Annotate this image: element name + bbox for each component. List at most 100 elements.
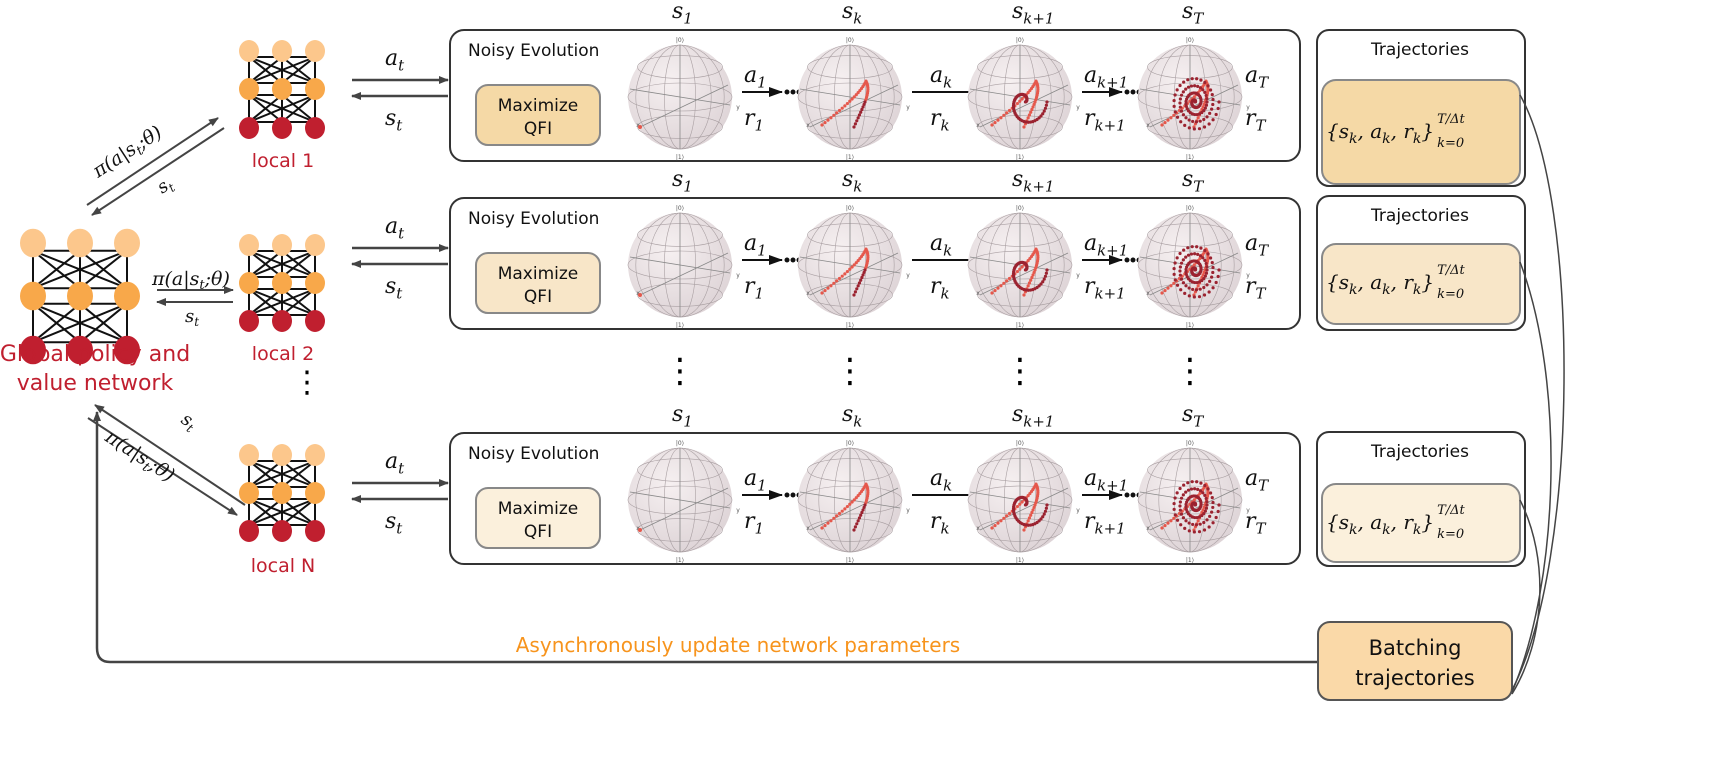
- trajectory-superscript: T/Δt: [1437, 503, 1465, 518]
- trajectory-point: [1031, 273, 1035, 277]
- state-label: st: [385, 509, 403, 538]
- trajectory-point: [1194, 288, 1199, 292]
- trajectory-point: [840, 274, 844, 278]
- trajectory-point: [1043, 274, 1048, 278]
- trajectory-point: [1179, 288, 1183, 292]
- trajectory-point: [1203, 106, 1207, 110]
- trajectory-point: [1217, 503, 1221, 507]
- trajectory-point: [820, 123, 824, 127]
- trajectory-point: [999, 284, 1003, 288]
- trajectory-point: [1197, 295, 1202, 299]
- trajectory-point: [1211, 97, 1215, 102]
- y-axis-label: y: [1246, 507, 1250, 514]
- trajectory-point: [1184, 272, 1188, 276]
- trajectory-point: [1172, 516, 1176, 520]
- trajectory-point: [854, 496, 858, 500]
- ket0-label: |0⟩: [1186, 205, 1194, 212]
- trajectory-point: [1186, 488, 1191, 492]
- update-label: Asynchronously update network parameters: [516, 633, 960, 657]
- network-edge: [281, 94, 316, 123]
- trajectory-point: [1196, 252, 1200, 256]
- trajectory-set-box: [1321, 243, 1521, 325]
- reward-2-label: rk: [930, 274, 950, 303]
- action-4-label: aT: [1245, 231, 1269, 260]
- trajectory-point: [1197, 530, 1202, 534]
- trajectory-point: [1032, 505, 1036, 510]
- network-edge: [248, 460, 283, 488]
- trajectory-point: [1216, 274, 1220, 279]
- trajectory-point: [1202, 277, 1206, 281]
- trajectory-point: [1192, 263, 1196, 267]
- trajectories-panel-3: Trajectories{sk, ak, rk}T/Δtk=0: [1316, 431, 1526, 567]
- trajectory-point: [1030, 510, 1034, 515]
- trajectory-point: [1203, 274, 1207, 278]
- network-node: [20, 335, 46, 365]
- network-node: [114, 335, 140, 365]
- trajectory-point: [843, 272, 847, 276]
- trajectory-point: [856, 116, 860, 120]
- trajectory-point: [1210, 107, 1214, 111]
- ket1-label: |1⟩: [676, 322, 684, 329]
- trajectory-point: [856, 519, 860, 523]
- trajectory-point: [1217, 268, 1221, 272]
- network-node: [272, 234, 292, 256]
- network-node: [239, 444, 259, 466]
- trajectory-point: [1045, 268, 1049, 272]
- network-edge: [79, 250, 128, 289]
- network-edge: [248, 460, 316, 488]
- trajectory-point: [1182, 483, 1186, 487]
- network-node: [20, 281, 46, 311]
- trajectory-point: [1199, 481, 1203, 485]
- state-label: st: [385, 274, 403, 303]
- trajectory-point: [843, 507, 847, 511]
- trajectory-point: [1172, 507, 1176, 511]
- network-edge: [248, 94, 316, 123]
- trajectory-point: [1204, 261, 1208, 266]
- trajectory-point: [1173, 513, 1177, 517]
- trajectory-point: [1175, 518, 1180, 522]
- bloch-sphere: |0⟩|1⟩xy: [967, 440, 1080, 564]
- network-node: [239, 40, 259, 62]
- trajectory-point: [1205, 518, 1209, 522]
- trajectory-point: [1178, 97, 1182, 101]
- trajectory-point: [853, 290, 857, 294]
- y-axis-label: y: [1076, 104, 1080, 111]
- trajectory-point: [1178, 486, 1182, 491]
- trajectory-point: [1029, 513, 1033, 517]
- action-2-label: ak: [930, 231, 952, 260]
- trajectory-point: [1181, 281, 1186, 285]
- action-label: at: [385, 46, 405, 75]
- trajectory-point: [859, 278, 863, 282]
- x-axis-label: x: [976, 525, 980, 532]
- trajectory-point: [1184, 87, 1188, 91]
- trajectory-point: [1214, 280, 1218, 285]
- trajectory-superscript: T/Δt: [1437, 263, 1465, 278]
- action-label: at: [385, 214, 405, 243]
- trajectory-point: [1178, 504, 1182, 508]
- trajectory-point: [848, 99, 852, 103]
- network-node: [114, 281, 140, 311]
- reward-3-label: rk+1: [1084, 274, 1126, 303]
- trajectory-point: [990, 123, 994, 127]
- trajectory-point: [1195, 480, 1199, 484]
- trajectory-point: [835, 279, 839, 283]
- reward-4-label: rT: [1245, 274, 1267, 303]
- trajectory-point: [1045, 100, 1049, 104]
- bloch-sphere: |0⟩|1⟩xy: [1137, 37, 1250, 161]
- trajectory-point: [1184, 104, 1188, 108]
- trajectory-point: [1193, 503, 1197, 507]
- update-feedback-arrow: [93, 411, 1318, 664]
- trajectory-point: [1030, 107, 1034, 112]
- trajectory-point: [1022, 125, 1026, 129]
- trajectory-point: [1026, 116, 1030, 120]
- trajectory-point: [1172, 266, 1176, 271]
- network-node: [272, 40, 292, 62]
- trajectory-point: [861, 105, 865, 109]
- network-node: [305, 520, 325, 542]
- trajectory-point: [1187, 294, 1191, 298]
- ellipsis-dot: [790, 492, 796, 498]
